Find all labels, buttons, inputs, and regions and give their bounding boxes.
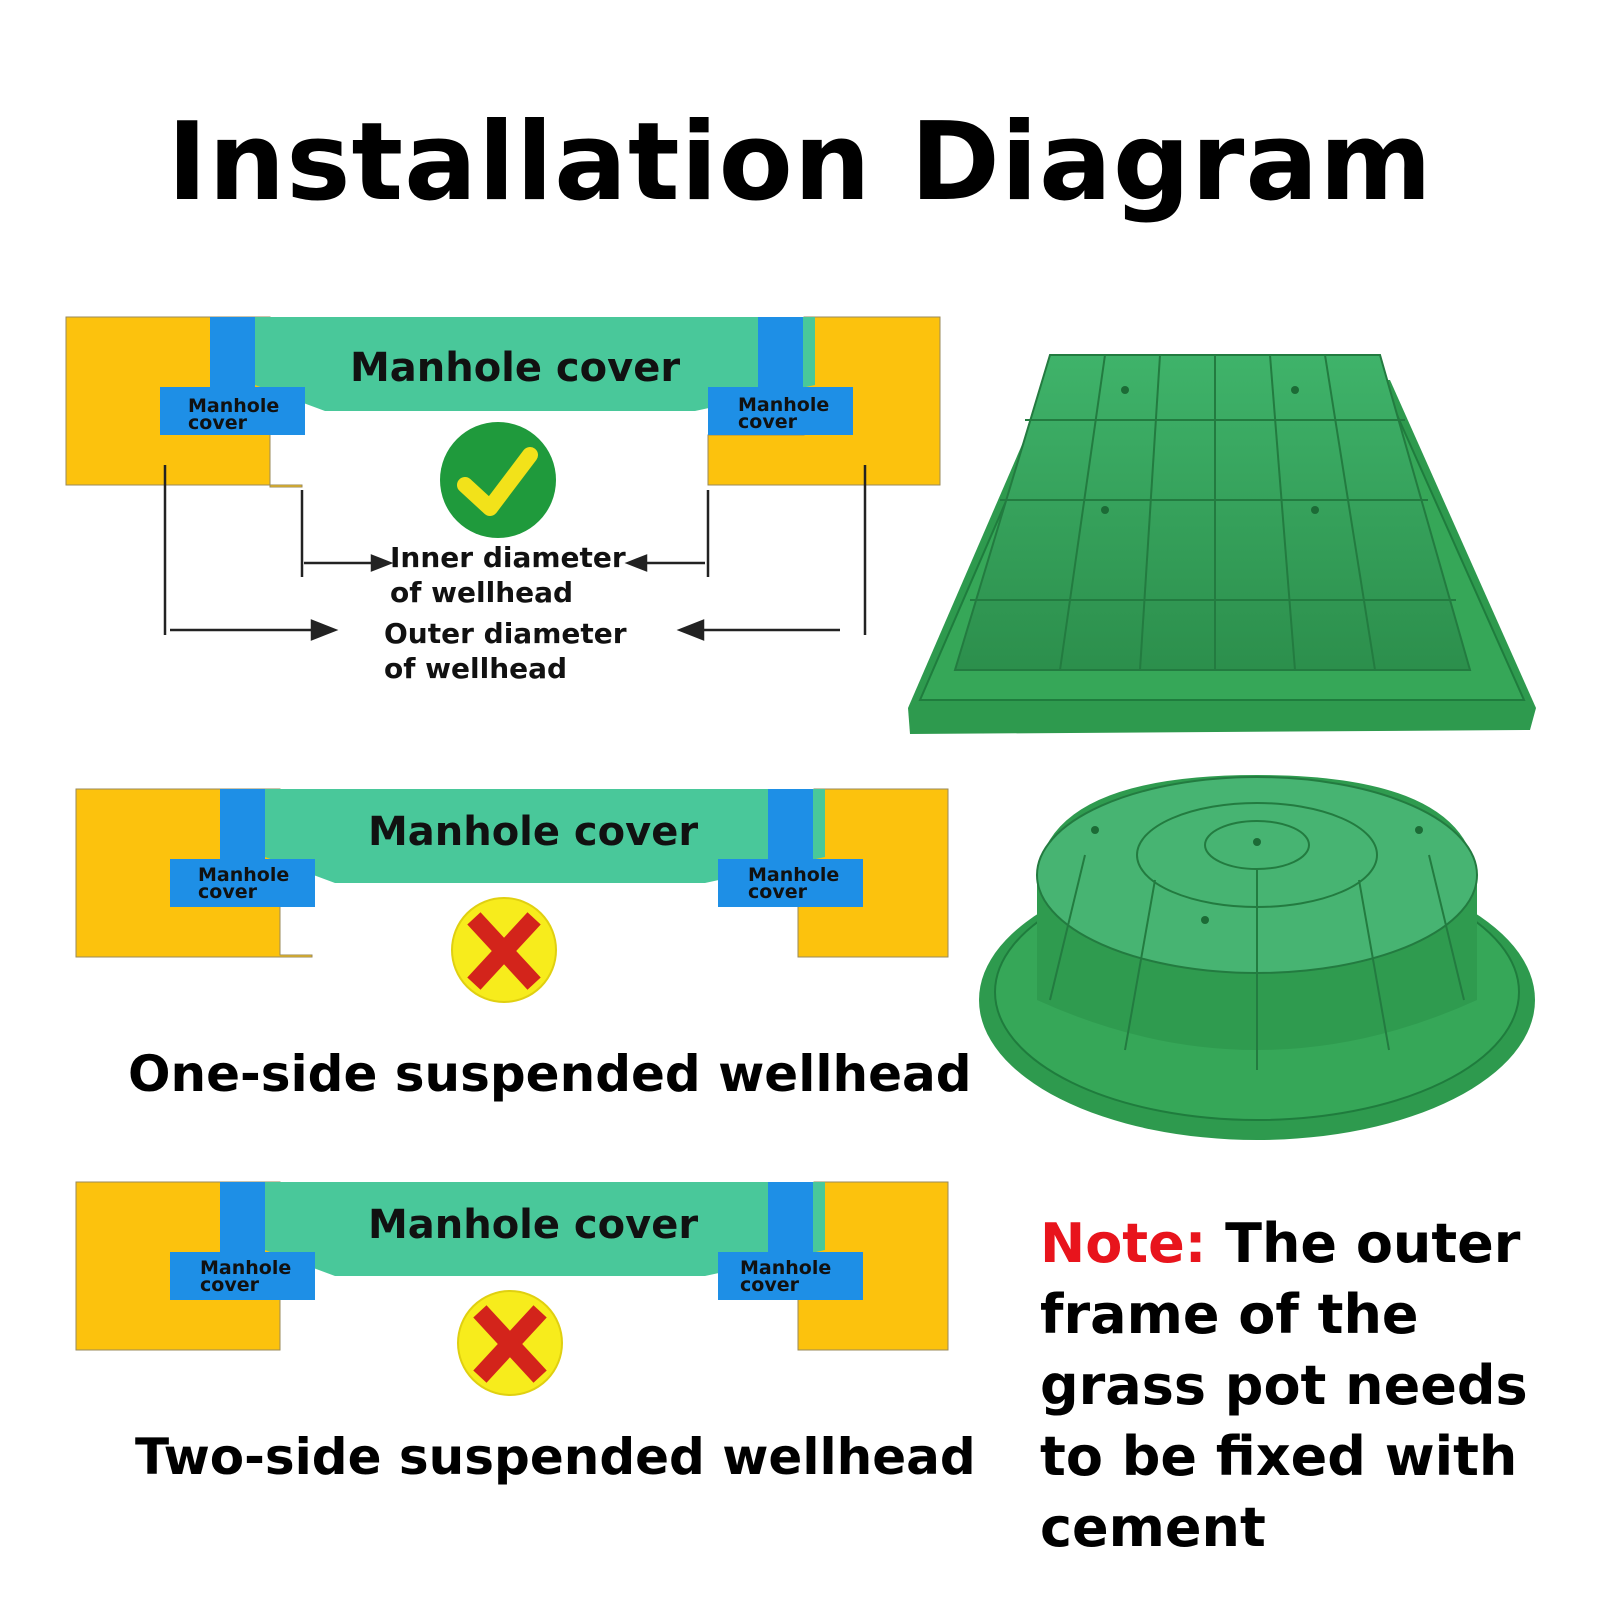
manhole-cover-label: Manhole cover — [350, 345, 680, 391]
note-body: The outer frame of the grass pot needs t… — [1040, 1212, 1528, 1559]
two-side-caption: Two-side suspended wellhead — [135, 1428, 976, 1486]
correct-installation-diagram: Manhole cover Manhole cover Manhole cove… — [65, 316, 941, 685]
flange-right-label-line2: cover — [740, 1274, 800, 1296]
left-flange — [170, 1182, 315, 1300]
inner-diameter-label-line2: of wellhead — [390, 576, 573, 609]
left-flange — [170, 789, 315, 907]
two-side-suspended-diagram: Manhole cover Manhole cover Manhole cove… — [75, 1181, 949, 1396]
round-grass-pot-cover-image — [979, 775, 1535, 1140]
cross-icon — [457, 1290, 563, 1396]
inner-diameter-label-line1: Inner diameter — [390, 541, 626, 574]
right-flange — [708, 317, 853, 435]
flange-left-label-line2: cover — [198, 881, 258, 903]
flange-right-label-line1: Manhole — [748, 864, 839, 886]
manhole-cover-body — [265, 789, 825, 883]
flange-left-label-line2: cover — [200, 1274, 260, 1296]
one-side-suspended-diagram: Manhole cover Manhole cover Manhole cove… — [75, 788, 949, 1003]
checkmark-icon — [440, 422, 556, 538]
flange-right-label-line1: Manhole — [738, 394, 829, 416]
square-grass-pot-cover-image — [908, 354, 1536, 734]
right-flange — [718, 789, 863, 907]
flange-left-label-line1: Manhole — [198, 864, 289, 886]
flange-left-label-line2: cover — [188, 412, 248, 434]
manhole-cover-label: Manhole cover — [368, 1202, 698, 1248]
outer-diameter-label-line1: Outer diameter — [384, 617, 627, 650]
flange-right-label-line2: cover — [738, 411, 798, 433]
outer-diameter-label-line2: of wellhead — [384, 652, 567, 685]
flange-right-label-line1: Manhole — [740, 1257, 831, 1279]
manhole-cover-body — [265, 1182, 825, 1276]
note-label: Note: — [1040, 1212, 1207, 1275]
page-title: Installation Diagram — [167, 100, 1433, 225]
manhole-cover-label: Manhole cover — [368, 809, 698, 855]
one-side-caption: One-side suspended wellhead — [128, 1045, 972, 1103]
dimension-lines — [163, 465, 867, 641]
note-text: Note: The outer frame of the grass pot n… — [1040, 1208, 1580, 1563]
flange-left-label-line1: Manhole — [188, 395, 279, 417]
flange-right-label-line2: cover — [748, 881, 808, 903]
flange-left-label-line1: Manhole — [200, 1257, 291, 1279]
right-flange — [718, 1182, 863, 1300]
cross-icon — [451, 897, 557, 1003]
manhole-cover-body — [255, 317, 815, 411]
left-flange — [160, 317, 305, 435]
